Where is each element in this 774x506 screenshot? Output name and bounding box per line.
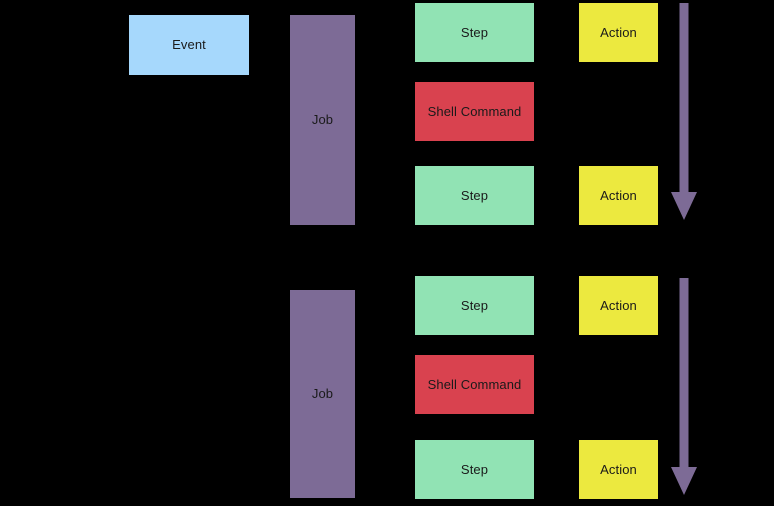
node-action-2-label: Action (600, 187, 637, 203)
node-action-4[interactable]: Action (579, 440, 658, 499)
node-step-4-label: Step (460, 461, 489, 477)
node-step-1[interactable]: Step (415, 3, 534, 62)
node-action-1[interactable]: Action (579, 3, 658, 62)
node-job-top-label: Job (311, 112, 334, 128)
node-step-2-label: Step (460, 187, 489, 203)
node-step-3-label: Step (460, 297, 489, 313)
node-action-3[interactable]: Action (579, 276, 658, 335)
node-shell-command-2[interactable]: Shell Command (415, 355, 534, 414)
node-event-label: Event (172, 37, 206, 53)
node-event[interactable]: Event (129, 15, 249, 75)
node-job-bottom[interactable]: Job (290, 290, 355, 498)
node-job-bottom-label: Job (311, 386, 334, 402)
downward-arrow-top (671, 3, 697, 220)
node-step-2[interactable]: Step (415, 166, 534, 225)
node-step-4[interactable]: Step (415, 440, 534, 499)
downward-arrow-bottom (671, 278, 697, 495)
node-job-top[interactable]: Job (290, 15, 355, 225)
node-action-3-label: Action (600, 297, 637, 313)
node-action-2[interactable]: Action (579, 166, 658, 225)
node-shell-command-2-label: Shell Command (427, 376, 522, 392)
node-step-1-label: Step (460, 24, 489, 40)
node-shell-command-1[interactable]: Shell Command (415, 82, 534, 141)
node-action-4-label: Action (600, 461, 637, 477)
node-step-3[interactable]: Step (415, 276, 534, 335)
node-action-1-label: Action (600, 24, 637, 40)
node-shell-command-1-label: Shell Command (427, 103, 522, 119)
